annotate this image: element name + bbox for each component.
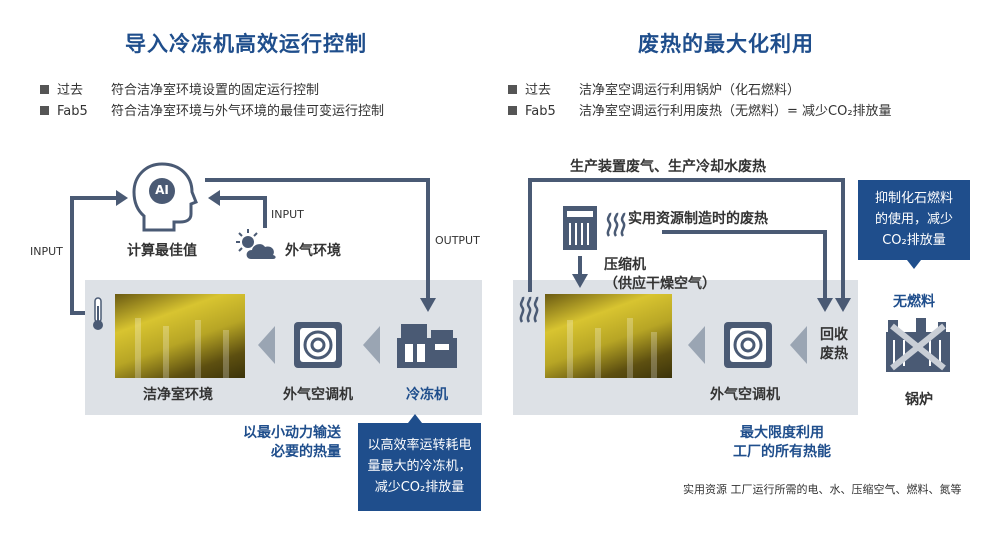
left-note: 以最小动力输送 必要的热量 — [243, 425, 341, 460]
cleanroom-label: 洁净室环境 — [143, 387, 213, 403]
right-note: 最大限度利用 工厂的所有热能 — [733, 425, 831, 460]
air-handler-icon — [724, 322, 772, 368]
ai-label: 计算最佳值 — [127, 243, 197, 259]
flow-chevron-left — [258, 326, 275, 364]
flow-chevron-left — [363, 326, 380, 364]
flow-chevron-left — [790, 326, 807, 364]
resource-heat-label: 实用资源制造时的废热 — [628, 211, 768, 227]
right-callout: 抑制化石燃料 的使用，减少 CO₂排放量 — [858, 180, 970, 260]
right-bullet-1: 过去洁净室空调运行利用锅炉（化石燃料） — [508, 79, 800, 98]
cleanroom-photo — [115, 294, 245, 378]
input-label-top: INPUT — [271, 208, 304, 221]
top-flow-label: 生产装置废气、生产冷却水废热 — [570, 159, 766, 175]
bullet-square-icon — [508, 106, 517, 115]
bullet-square-icon — [508, 85, 517, 94]
callout-pointer — [907, 260, 921, 269]
air-handler-icon — [294, 322, 342, 368]
flow-chevron-left — [688, 326, 705, 364]
left-callout: 以高效率运转耗电 量最大的冷冻机， 减少CO₂排放量 — [358, 423, 481, 511]
compressor-icon — [563, 206, 597, 250]
no-fuel-label: 无燃料 — [893, 294, 935, 310]
bullet-square-icon — [40, 85, 49, 94]
ahu-label-right: 外气空调机 — [710, 387, 780, 403]
bullet-square-icon — [40, 106, 49, 115]
heat-wave-icon — [519, 296, 539, 323]
chiller-label: 冷冻机 — [406, 387, 448, 403]
cleanroom-photo-right — [545, 294, 672, 378]
left-bullet-1: 过去符合洁净室环境设置的固定运行控制 — [40, 79, 319, 98]
boiler-label: 锅炉 — [905, 392, 933, 408]
right-title: 废热的最大化利用 — [638, 32, 814, 56]
output-label: OUTPUT — [435, 234, 480, 247]
weather-label: 外气环境 — [285, 243, 341, 259]
footnote: 实用资源 工厂运行所需的电、水、压缩空气、燃料、氮等 — [683, 483, 962, 496]
recover-heat-label: 回收 废热 — [820, 327, 848, 362]
input-label-left: INPUT — [30, 245, 63, 258]
left-title: 导入冷冻机高效运行控制 — [125, 32, 367, 56]
ai-icon-text: AI — [155, 183, 169, 197]
chiller-icon — [397, 324, 457, 368]
thermometer-icon — [93, 297, 103, 330]
sun-cloud-icon — [236, 229, 276, 259]
compressor-label: 压缩机 （供应干燥空气） — [604, 257, 716, 292]
ai-head-icon — [132, 162, 198, 232]
boiler-icon — [886, 318, 950, 372]
heat-wave-icon — [606, 212, 626, 237]
ahu-label-left: 外气空调机 — [283, 387, 353, 403]
